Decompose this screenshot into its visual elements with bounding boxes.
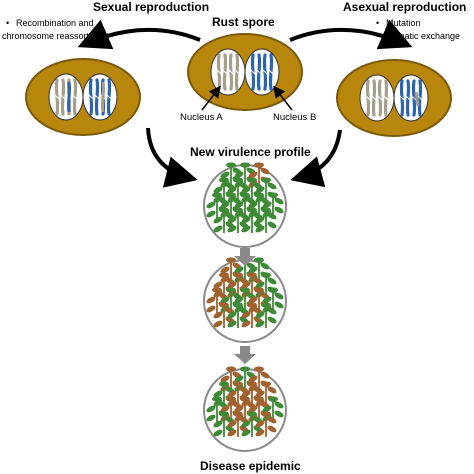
- arrow-to-sexual: [77, 19, 201, 50]
- bullet-dot: •: [6, 18, 9, 28]
- chromosome-band: [88, 94, 94, 100]
- asexual-bullet-2: Somatic exchange: [386, 31, 460, 41]
- chromosome-band: [60, 94, 66, 100]
- sexual-reproduction-title: Sexual reproduction: [93, 0, 209, 14]
- chromosome-band: [228, 69, 234, 75]
- down-arrow-1: [234, 248, 256, 266]
- nucleus: [244, 48, 280, 96]
- plant: [227, 411, 249, 437]
- chromosome-band: [54, 94, 60, 100]
- nucleus-a-label: Nucleus A: [180, 112, 223, 123]
- chromosome-band: [268, 69, 274, 75]
- chromosome-band: [250, 69, 256, 75]
- plant: [255, 411, 277, 437]
- nucleus: [393, 74, 429, 122]
- nucleus-a-pointer: [201, 85, 221, 111]
- chromosome-band: [216, 69, 222, 75]
- sexual-spore: [25, 58, 141, 136]
- sexual-bullet-list: • Recombination and chromosome reassortm…: [2, 18, 110, 41]
- sexual-bullet-1-cont: chromosome reassortment: [2, 31, 110, 41]
- arrow-asexual-to-field: [290, 129, 342, 188]
- chromosome-band: [72, 94, 78, 100]
- chromosome-band: [94, 94, 100, 100]
- rust-spore: [187, 33, 303, 111]
- new-virulence-field: [203, 162, 287, 248]
- nucleus: [359, 74, 395, 122]
- down-arrow-2: [234, 346, 256, 364]
- epidemic-field: [203, 366, 287, 452]
- recombined-chromosome: [100, 81, 106, 113]
- asexual-bullet-1: Mutation: [386, 18, 421, 28]
- plant: [262, 396, 284, 422]
- disease-epidemic-label: Disease epidemic: [200, 459, 301, 473]
- nucleus: [210, 48, 246, 96]
- arrow-sexual-to-field: [146, 127, 198, 188]
- chromosome-set: [399, 79, 423, 117]
- arrow-to-asexual: [289, 19, 413, 50]
- plant: [255, 302, 277, 328]
- nucleus-b-pointer: [273, 85, 293, 111]
- asexual-reproduction-title: Asexual reproduction: [343, 0, 466, 14]
- rust-spore-title: Rust spore: [212, 15, 275, 29]
- chromosome-set: [250, 53, 274, 91]
- asexual-spore: [336, 59, 452, 137]
- nucleus: [48, 73, 84, 121]
- mutated-segment: [414, 91, 420, 107]
- chromosome-band: [417, 95, 423, 101]
- bullet-dot: •: [376, 18, 379, 28]
- chromosome-band: [411, 95, 417, 101]
- chromosome-set: [365, 79, 389, 117]
- chromosome-band: [371, 95, 377, 101]
- spreading-field: [203, 257, 287, 343]
- sexual-bullet-1: Recombination and: [16, 18, 94, 28]
- chromosome-band: [106, 94, 112, 100]
- plant: [255, 207, 277, 233]
- chromosome-band: [383, 95, 389, 101]
- chromosome-band: [256, 69, 262, 75]
- recombined-chromosome: [66, 81, 72, 113]
- chromosome-band: [222, 69, 228, 75]
- nucleus: [82, 73, 118, 121]
- new-virulence-profile-label: New virulence profile: [190, 145, 311, 159]
- plant: [248, 192, 270, 218]
- plant: [241, 207, 263, 233]
- chromosome-band: [399, 95, 405, 101]
- chromosome-band: [234, 69, 240, 75]
- plant: [262, 192, 284, 218]
- nucleus-b-label: Nucleus B: [273, 112, 316, 123]
- plant: [255, 272, 277, 298]
- plant: [213, 411, 235, 437]
- chromosome-band: [377, 95, 383, 101]
- chromosome-band: [405, 95, 411, 101]
- chromosome-band: [365, 95, 371, 101]
- chromosome-band: [262, 69, 268, 75]
